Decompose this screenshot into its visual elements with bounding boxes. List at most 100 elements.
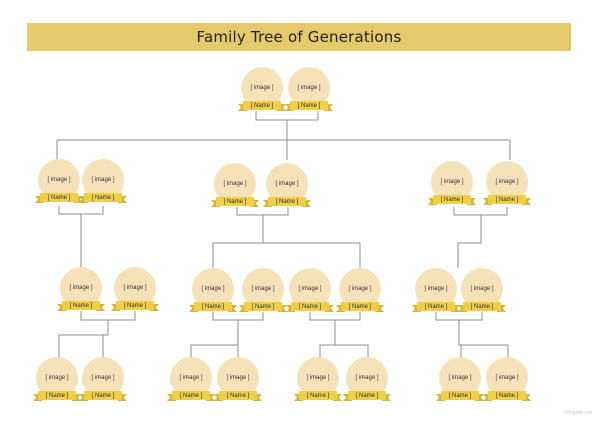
name-placeholder-label: [ Name ]	[440, 196, 464, 203]
ribbon-tail-left	[294, 394, 303, 401]
person-node: [ image ][ Name ]	[79, 159, 127, 217]
person-node: [ image ][ Name ]	[294, 357, 342, 415]
ribbon-tail-left	[286, 305, 295, 312]
name-ribbon: [ Name ]	[239, 302, 287, 312]
ribbon-main: [ Name ]	[172, 391, 210, 400]
name-placeholder-label: [ Name ]	[298, 303, 322, 310]
image-placeholder-label: [ image ]	[355, 375, 379, 381]
name-placeholder-label: [ Name ]	[297, 102, 321, 109]
image-placeholder-label: [ image ]	[123, 285, 147, 291]
image-placeholder-label: [ image ]	[495, 375, 519, 381]
name-placeholder-label: [ Name ]	[448, 392, 472, 399]
ribbon-main: [ Name ]	[463, 302, 501, 311]
connector-line	[457, 215, 482, 268]
ribbon-tail-right	[118, 394, 127, 401]
ribbon-main: [ Name ]	[219, 391, 257, 400]
person-node: [ image ][ Name ]	[238, 67, 286, 125]
person-node: [ image ] [ Name ]	[458, 268, 506, 326]
ribbon-main: [ Name ]	[348, 391, 386, 400]
ribbon-main: [ Name ]	[243, 101, 281, 110]
ribbon-tail-left	[483, 198, 492, 205]
name-ribbon: [ Name ]	[79, 391, 127, 401]
person-node: [ image ][ Name ]	[214, 357, 262, 415]
name-ribbon: [ Name ]	[436, 391, 484, 401]
watermark: Template.net	[563, 410, 592, 416]
name-placeholder-label: [ Name ]	[424, 303, 448, 310]
name-ribbon: [ Name ]	[238, 101, 286, 111]
name-placeholder-label: [ Name ]	[179, 392, 203, 399]
connector-line	[458, 320, 462, 358]
name-ribbon: [ Name ]	[285, 101, 333, 111]
ribbon-tail-left	[412, 305, 421, 312]
ribbon-main: [ Name ]	[433, 195, 471, 204]
name-ribbon: [ Name ]	[336, 302, 384, 312]
ribbon-tail-right	[278, 305, 287, 312]
image-placeholder-label: [ image ]	[45, 375, 69, 381]
ribbon-main: [ Name ]	[84, 391, 122, 400]
image-placeholder-label: [ image ]	[470, 286, 494, 292]
person-node: [ image ] [ Name ]	[111, 267, 159, 325]
ribbon-tail-left	[33, 394, 42, 401]
image-placeholder-label: [ image ]	[306, 375, 330, 381]
ribbon-tail-right	[382, 394, 391, 401]
ribbon-main: [ Name ]	[40, 193, 78, 202]
ribbon-tail-left	[57, 304, 66, 311]
person-node: [ image ][ Name ]	[189, 268, 237, 326]
name-ribbon: [ Name ]	[211, 197, 259, 207]
name-ribbon: [ Name ]	[412, 302, 460, 312]
ribbon-tail-left	[214, 394, 223, 401]
ribbon-main: [ Name ]	[194, 302, 232, 311]
name-ribbon: [ Name ]	[458, 302, 506, 312]
ribbon-tail-left	[343, 394, 352, 401]
ribbon-main: [ Name ]	[62, 301, 100, 310]
name-ribbon: [ Name ]	[57, 301, 105, 311]
person-node: [ image ][ Name ]	[33, 357, 81, 415]
image-placeholder-label: [ image ]	[424, 286, 448, 292]
ribbon-tail-left	[285, 104, 294, 111]
ribbon-tail-left	[238, 104, 247, 111]
ribbon-main: [ Name ]	[341, 302, 379, 311]
ribbon-main: [ Name ]	[488, 195, 526, 204]
ribbon-tail-right	[118, 196, 127, 203]
person-node: [ image ] [ Name ]	[286, 268, 334, 326]
ribbon-tail-right	[325, 305, 334, 312]
name-placeholder-label: [ Name ]	[348, 303, 372, 310]
ribbon-tail-left	[239, 305, 248, 312]
name-placeholder-label: [ Name ]	[201, 303, 225, 310]
person-node: [ image ][ Name ]	[483, 161, 531, 219]
image-placeholder-label: [ image ]	[298, 286, 322, 292]
ribbon-tail-right	[96, 304, 105, 311]
ribbon-tail-right	[302, 200, 311, 207]
image-placeholder-label: [ image ]	[251, 286, 275, 292]
person-node: [ image ][ Name ]	[436, 357, 484, 415]
ribbon-tail-left	[211, 200, 220, 207]
ribbon-tail-left	[458, 305, 467, 312]
ribbon-tail-left	[111, 304, 120, 311]
person-node: [ image ] [ Name ]	[35, 159, 83, 217]
ribbon-tail-left	[35, 196, 44, 203]
name-ribbon: [ Name ]	[111, 301, 159, 311]
image-placeholder-label: [ image ]	[47, 177, 71, 183]
ribbon-main: [ Name ]	[291, 302, 329, 311]
ribbon-tail-left	[189, 305, 198, 312]
name-placeholder-label: [ Name ]	[91, 194, 115, 201]
name-placeholder-label: [ Name ]	[47, 194, 71, 201]
ribbon-main: [ Name ]	[116, 301, 154, 310]
ribbon-tail-right	[497, 305, 506, 312]
name-placeholder-label: [ Name ]	[226, 392, 250, 399]
ribbon-tail-left	[167, 394, 176, 401]
page-title: Family Tree of Generations	[196, 28, 402, 46]
ribbon-tail-right	[253, 394, 262, 401]
ribbon-tail-left	[79, 394, 88, 401]
ribbon-tail-right	[522, 394, 531, 401]
person-node: [ image ][ Name ]	[167, 357, 215, 415]
connector-line	[461, 344, 509, 358]
ribbon-tail-left	[483, 394, 492, 401]
ribbon-tail-right	[475, 394, 484, 401]
ribbon-tail-right	[375, 305, 384, 312]
name-placeholder-label: [ Name ]	[123, 302, 147, 309]
name-ribbon: [ Name ]	[483, 391, 531, 401]
image-placeholder-label: [ image ]	[69, 285, 93, 291]
connector-line	[190, 320, 239, 358]
ribbon-tail-right	[228, 305, 237, 312]
